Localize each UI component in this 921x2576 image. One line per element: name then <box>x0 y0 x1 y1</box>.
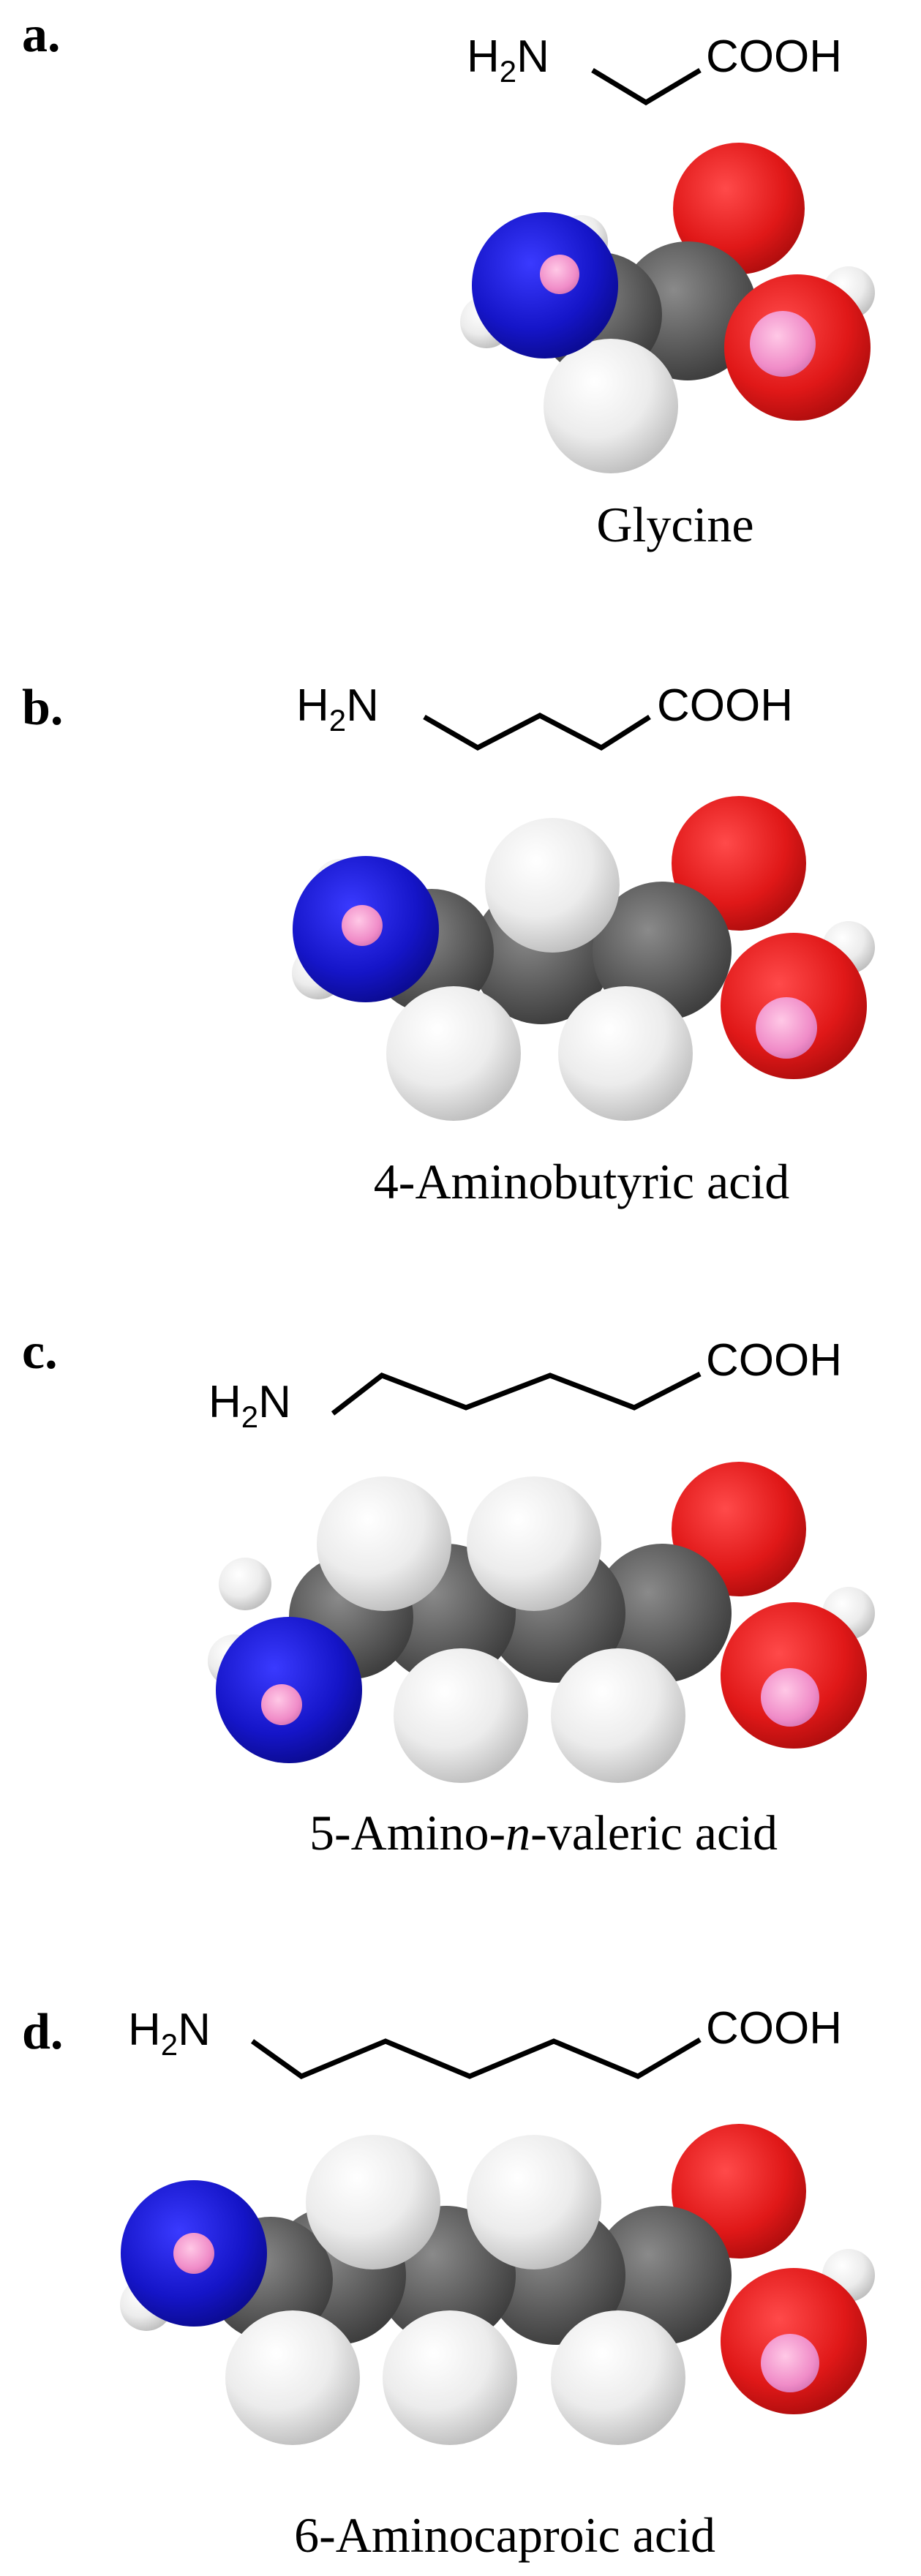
panel-label: c. <box>22 1323 58 1380</box>
formula-carboxyl: COOH <box>706 2003 842 2054</box>
space-filling-model <box>460 143 875 473</box>
hydrogen-atom <box>467 1476 601 1611</box>
hydrogen-atom <box>306 2135 440 2269</box>
panel-label: d. <box>22 2004 63 2060</box>
formula-amine: H2N <box>128 2005 211 2062</box>
panel-d: d. H2N COOH 6-Aminocaproic a <box>22 2003 875 2563</box>
hydrogen-atom <box>317 1476 451 1611</box>
oxygen-atom <box>673 143 805 274</box>
formula-carboxyl: COOH <box>706 31 842 82</box>
carbon-atom <box>593 2206 732 2345</box>
carbon-atom <box>593 882 732 1021</box>
carbon-chain-bond <box>331 1371 702 1416</box>
space-filling-model <box>208 1462 875 1783</box>
molecule-name: 4-Aminobutyric acid <box>374 1154 789 1209</box>
hydrogen-atom <box>544 339 678 473</box>
hydrogen-atom <box>394 1648 528 1783</box>
formula-amine: H2N <box>296 680 379 737</box>
hydrogen-atom <box>386 986 521 1121</box>
carbon-atom <box>593 1544 732 1683</box>
hydrogen-atom <box>225 2310 360 2445</box>
molecule-name: 6-Aminocaproic acid <box>294 2507 715 2563</box>
formula-carboxyl: COOH <box>657 680 793 731</box>
panel-label: b. <box>22 680 63 736</box>
formula-carboxyl: COOH <box>706 1335 842 1386</box>
structural-formula: H2N COOH <box>467 31 842 106</box>
panel-c: c. H2N COOH 5-Amino-n-valeric acid <box>22 1323 875 1860</box>
polar-hydrogen-atom <box>173 2233 214 2274</box>
hydrogen-atom <box>551 1648 685 1783</box>
polar-hydrogen-atom <box>261 1684 302 1725</box>
polar-hydrogen-atom <box>761 2334 819 2392</box>
structural-formula: H2N COOH <box>128 2003 842 2079</box>
panel-label: a. <box>22 7 61 63</box>
molecule-name: Glycine <box>596 497 753 552</box>
panel-a: a. H2N COOH Glycine <box>22 7 875 552</box>
polar-hydrogen-atom <box>756 997 817 1059</box>
formula-amine: H2N <box>208 1377 291 1434</box>
structural-formula: H2N COOH <box>296 680 793 751</box>
polar-hydrogen-atom <box>761 1668 819 1727</box>
polar-hydrogen-atom <box>540 255 579 294</box>
carbon-chain-bond <box>423 713 651 751</box>
molecule-name: 5-Amino-n-valeric acid <box>309 1805 778 1860</box>
hydrogen-atom <box>551 2310 685 2445</box>
carbon-chain-bond <box>250 2037 702 2079</box>
hydrogen-atom <box>383 2310 517 2445</box>
hydrogen-atom <box>467 2135 601 2269</box>
formula-amine: H2N <box>467 31 549 89</box>
panel-b: b. H2N COOH 4-Aminobutyric acid <box>22 680 875 1209</box>
structural-formula: H2N COOH <box>208 1335 842 1434</box>
space-filling-model <box>292 796 875 1121</box>
hydrogen-atom <box>485 818 620 953</box>
hydrogen-atom <box>558 986 693 1121</box>
carbon-chain-bond <box>591 67 702 106</box>
hydrogen-atom <box>219 1558 271 1610</box>
space-filling-model <box>120 2124 875 2445</box>
polar-hydrogen-atom <box>750 311 816 377</box>
polar-hydrogen-atom <box>342 905 383 946</box>
